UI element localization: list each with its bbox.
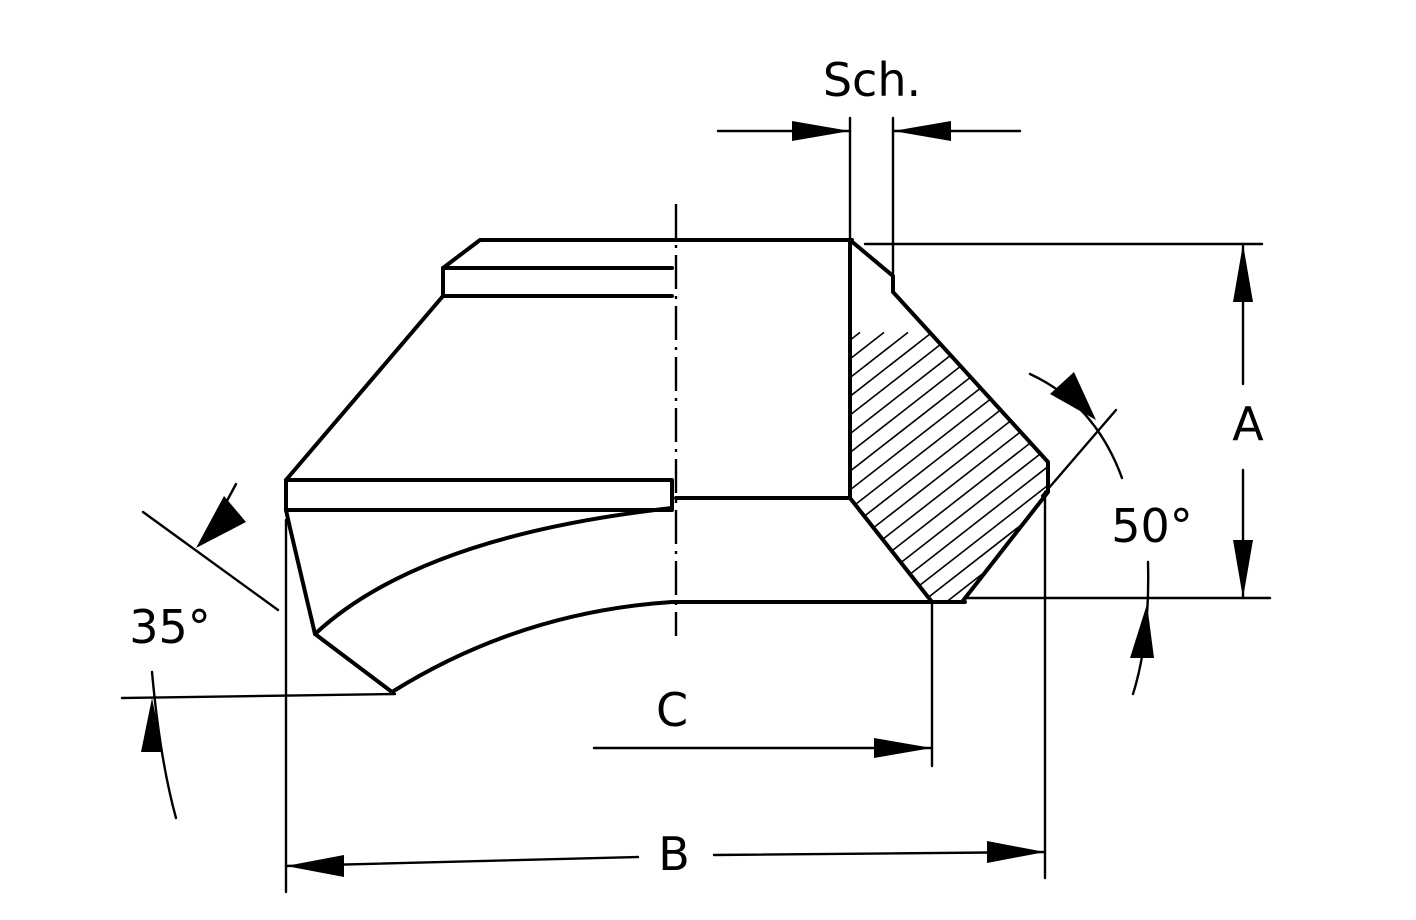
- hatch-line: [1328, 332, 1416, 660]
- hatch-line: [852, 331, 933, 602]
- hatch-line: [991, 331, 1048, 602]
- gear-section: [848, 238, 1416, 660]
- hatch-line: [1304, 332, 1416, 660]
- label-c: C: [656, 683, 688, 737]
- dimension-b: B: [284, 490, 1047, 894]
- hatch-line: [1352, 332, 1416, 660]
- hatch-line: [1112, 332, 1416, 660]
- label-angle-50: 50°: [1111, 499, 1193, 553]
- hatch-line: [1039, 331, 1048, 602]
- hatch-line: [852, 331, 981, 602]
- hatch-line: [852, 331, 1005, 602]
- hatch-line: [852, 331, 1048, 602]
- hatch-line: [852, 331, 1048, 602]
- hatch-line: [895, 331, 1048, 602]
- hatch-line: [852, 331, 1048, 602]
- hatch-line: [852, 331, 1048, 602]
- angle-35: 35°: [120, 482, 397, 820]
- hatch-line: [1232, 332, 1416, 660]
- hatch-line: [852, 331, 957, 602]
- hatch-line: [1256, 332, 1416, 660]
- dimension-sch: Sch.: [716, 53, 1022, 280]
- dimension-a: A: [863, 242, 1272, 600]
- hatch-line: [852, 331, 1048, 602]
- hatch-line: [871, 331, 1048, 602]
- hatch-line: [1400, 332, 1416, 660]
- dimension-c: C: [592, 602, 934, 768]
- hatch-line: [1064, 332, 1416, 660]
- label-angle-35: 35°: [129, 600, 211, 654]
- label-b: B: [658, 827, 690, 881]
- angle-50: 50°: [1028, 372, 1193, 696]
- hatch-line: [943, 331, 1048, 602]
- label-a: A: [1232, 397, 1264, 451]
- hatch-line: [1088, 332, 1416, 660]
- hatch-line: [1280, 332, 1416, 660]
- hatch-line: [919, 331, 1048, 602]
- hatch-line: [852, 331, 1048, 602]
- gear-outline: [284, 238, 967, 694]
- hatch-line: [1136, 332, 1416, 660]
- label-sch: Sch.: [823, 53, 921, 107]
- hatch-line: [1160, 332, 1416, 660]
- section-hatching: [852, 331, 1416, 660]
- hatch-line: [1208, 332, 1416, 660]
- hatch-line: [852, 331, 1029, 602]
- hatch-line: [967, 331, 1048, 602]
- hatch-line: [1184, 332, 1416, 660]
- hatch-line: [852, 331, 1048, 602]
- hatch-line: [1376, 332, 1416, 660]
